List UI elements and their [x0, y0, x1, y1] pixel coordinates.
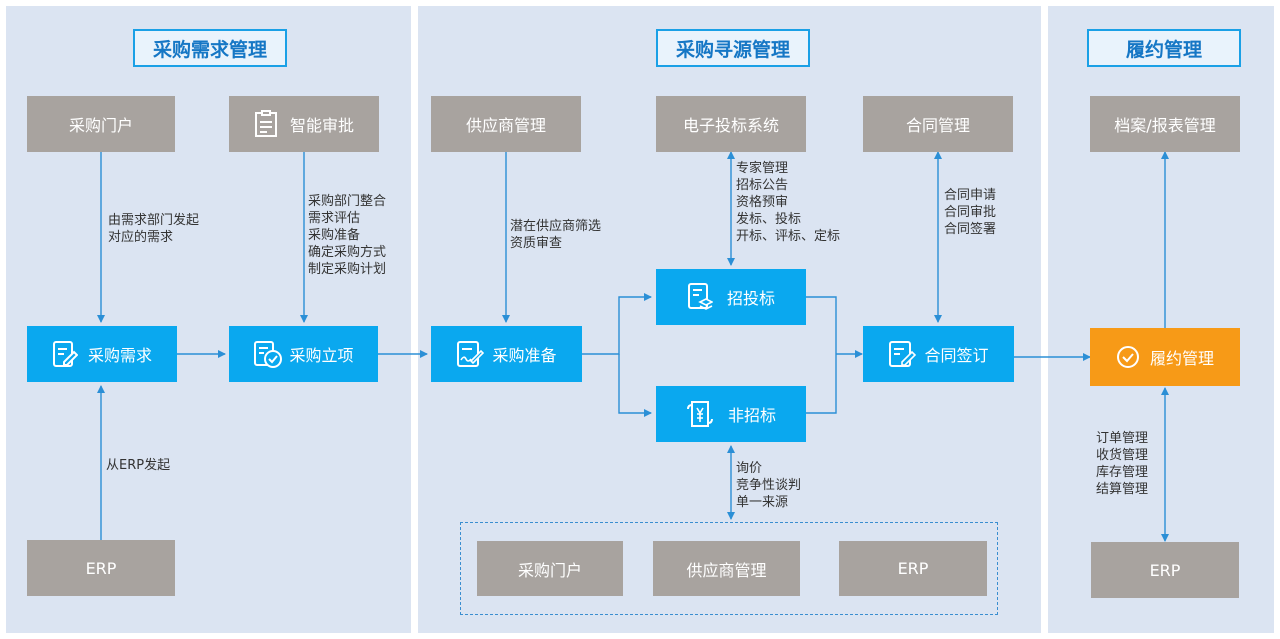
section-title-sourcing: 采购寻源管理 [656, 29, 810, 67]
fulfill-label: 履约管理 [1149, 349, 1214, 368]
document-list-icon [254, 110, 278, 138]
erp-left-label: ERP [85, 558, 117, 578]
non-tender-systems-group [460, 522, 998, 615]
note-line: 合同签署 [944, 222, 997, 237]
note-bidding-steps: 专家管理 招标公告 资格预审 发标、投标 开标、评标、定标 [736, 160, 840, 245]
note-line: 单一来源 [736, 495, 789, 510]
note-line: 竞争性谈判 [736, 478, 802, 493]
e-bidding-box: 电子投标系统 [656, 96, 806, 152]
erp-bottom-label: ERP [897, 559, 929, 578]
non-tender-box: 非招标 [656, 386, 806, 442]
note-line: 由需求部门发起 [108, 213, 200, 228]
supplier-mgmt-bottom-label: 供应商管理 [686, 560, 767, 580]
note-line: 采购准备 [308, 228, 361, 243]
purchase-project-label: 采购立项 [289, 346, 354, 365]
erp-right-box: ERP [1091, 542, 1239, 598]
archive-report-box: 档案/报表管理 [1090, 96, 1240, 152]
note-line: 库存管理 [1096, 465, 1149, 480]
supplier-mgmt-bottom-box: 供应商管理 [653, 541, 800, 596]
note-line: 资质审查 [510, 236, 563, 251]
contract-edit-icon [888, 340, 917, 368]
purchase-prep-label: 采购准备 [492, 346, 557, 365]
note-line: 合同审批 [944, 205, 997, 220]
note-line: 采购部门整合 [308, 194, 387, 209]
contract-sign-label: 合同签订 [924, 346, 989, 365]
checklist-icon [253, 339, 283, 369]
tender-label: 招投标 [726, 289, 775, 308]
sign-document-icon [456, 340, 485, 368]
non-tender-label: 非招标 [727, 406, 776, 425]
section-title-fulfillment: 履约管理 [1087, 29, 1241, 67]
smart-approval-label: 智能审批 [289, 116, 354, 135]
erp-left-box: ERP [27, 540, 175, 596]
fulfill-box: 履约管理 [1090, 328, 1240, 386]
purchase-project-box: 采购立项 [229, 326, 378, 382]
portal-bottom-box: 采购门户 [477, 541, 623, 596]
note-supplier-screen: 潜在供应商筛选 资质审查 [510, 218, 601, 252]
erp-bottom-box: ERP [839, 541, 987, 596]
note-line: 开标、评标、定标 [736, 229, 841, 244]
supplier-mgmt-top-label: 供应商管理 [465, 116, 546, 135]
contract-mgmt-box: 合同管理 [863, 96, 1013, 152]
note-from-erp: 从ERP发起 [106, 457, 170, 474]
check-circle-icon [1116, 345, 1140, 369]
yen-document-icon [686, 399, 714, 429]
note-demand-dept: 由需求部门发起 对应的需求 [108, 212, 199, 246]
portal-bottom-label: 采购门户 [517, 560, 582, 580]
smart-approval-box: 智能审批 [229, 96, 379, 152]
note-line: 收货管理 [1096, 448, 1149, 463]
edit-document-icon [52, 340, 78, 368]
note-line: 招标公告 [736, 178, 789, 193]
note-line: 资格预审 [736, 195, 789, 210]
contract-sign-box: 合同签订 [863, 326, 1014, 382]
tender-stack-icon [687, 282, 713, 312]
note-line: 需求评估 [308, 211, 361, 226]
section-title-demand: 采购需求管理 [133, 29, 287, 67]
note-approval-steps: 采购部门整合 需求评估 采购准备 确定采购方式 制定采购计划 [308, 193, 386, 278]
purchase-demand-box: 采购需求 [27, 326, 177, 382]
note-line: 合同申请 [944, 188, 997, 203]
note-line: 结算管理 [1096, 482, 1149, 497]
note-fulfill-steps: 订单管理 收货管理 库存管理 结算管理 [1096, 430, 1148, 498]
archive-report-label: 档案/报表管理 [1114, 116, 1216, 135]
note-non-tender-steps: 询价 竞争性谈判 单一来源 [736, 460, 801, 511]
portal-top-label: 采购门户 [68, 116, 133, 135]
e-bidding-label: 电子投标系统 [682, 116, 779, 135]
contract-mgmt-label: 合同管理 [905, 116, 970, 135]
purchase-prep-box: 采购准备 [431, 326, 582, 382]
erp-right-label: ERP [1149, 560, 1181, 580]
note-line: 询价 [736, 461, 763, 476]
supplier-mgmt-top-box: 供应商管理 [431, 96, 581, 152]
note-line: 对应的需求 [108, 230, 174, 245]
note-line: 专家管理 [736, 161, 789, 176]
note-line: 发标、投标 [736, 212, 802, 227]
note-contract-steps: 合同申请 合同审批 合同签署 [944, 187, 996, 238]
purchase-demand-label: 采购需求 [87, 346, 152, 365]
tender-box: 招投标 [656, 269, 806, 325]
note-line: 订单管理 [1096, 431, 1149, 446]
portal-top-box: 采购门户 [27, 96, 175, 152]
note-line: 确定采购方式 [308, 245, 387, 260]
note-line: 潜在供应商筛选 [510, 219, 602, 234]
note-line: 从ERP发起 [106, 458, 171, 473]
note-line: 制定采购计划 [308, 262, 387, 277]
